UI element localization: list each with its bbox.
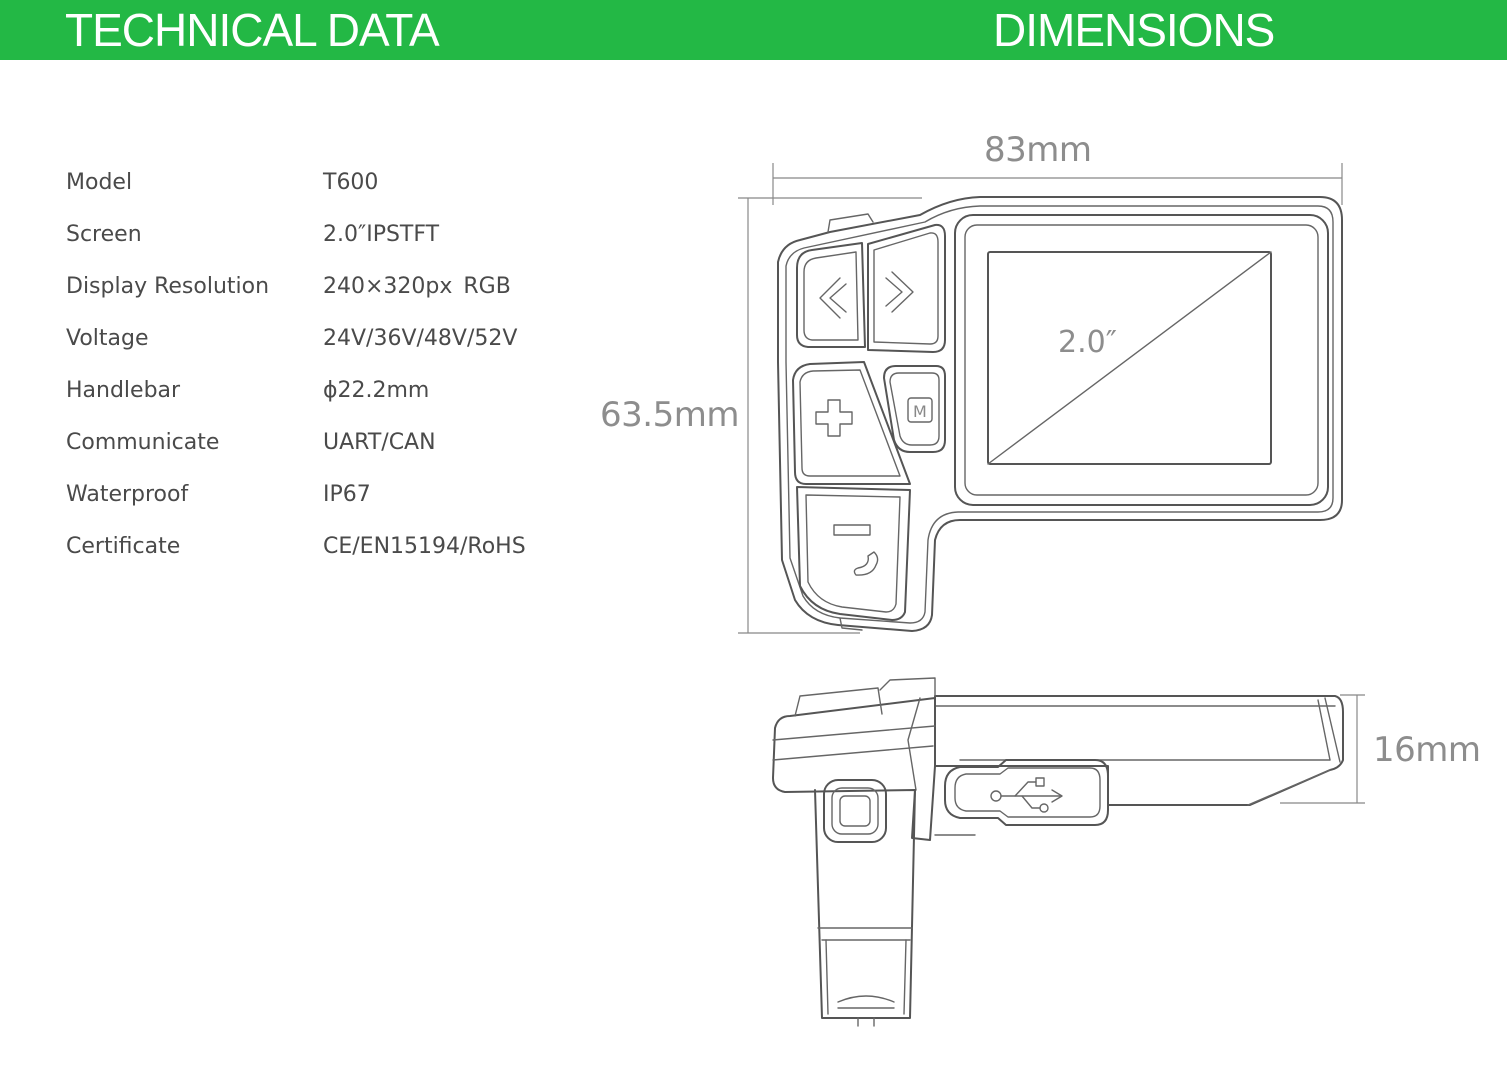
right-button [867, 223, 946, 353]
dimension-lines-side [1280, 694, 1365, 804]
spec-value: 24V/36V/48V/52V [323, 326, 518, 351]
spec-label: Handlebar [66, 378, 181, 403]
spec-label: Model [66, 170, 133, 195]
minus-icon [833, 524, 871, 536]
spec-value: IP67 [323, 482, 371, 507]
spec-label: Communicate [66, 430, 220, 455]
spec-label: Voltage [66, 326, 149, 351]
usb-icon [990, 777, 1063, 813]
height-dimension-label: 63.5mm [600, 395, 739, 435]
mode-button: M [883, 365, 946, 453]
spec-value: 240×320px RGB [323, 274, 511, 299]
screen-size-label: 2.0″ [1058, 325, 1117, 360]
header-bar [0, 0, 1507, 60]
usb-port [944, 759, 1109, 826]
walk-assist-icon [853, 551, 879, 576]
dimensions-title: DIMENSIONS [993, 4, 1275, 56]
spec-value: 2.0″IPSTFT [323, 222, 440, 247]
technical-data-title: TECHNICAL DATA [65, 4, 440, 56]
depth-dimension-label: 16mm [1373, 730, 1481, 770]
spec-label: Certificate [66, 534, 181, 559]
joystick-pad [823, 779, 887, 843]
spec-value: CE/EN15194/RoHS [323, 534, 526, 559]
front-view-drawing: 2.0″ M [738, 163, 1343, 634]
spec-label: Display Resolution [66, 274, 270, 299]
plus-icon [815, 399, 853, 437]
screen-area [987, 251, 1272, 465]
left-button [796, 242, 866, 348]
dimension-lines-front [738, 163, 1343, 634]
plus-button [792, 361, 911, 485]
mode-button-label: M [913, 402, 927, 421]
side-view-drawing [772, 677, 1365, 1027]
spec-label: Waterproof [66, 482, 189, 507]
width-dimension-label: 83mm [984, 130, 1092, 170]
spec-label: Screen [66, 222, 142, 247]
spec-value: T600 [323, 170, 379, 195]
spec-value: UART/CAN [323, 430, 436, 455]
minus-button [796, 486, 911, 621]
spec-value: ϕ22.2mm [323, 378, 430, 403]
chevron-left-icon [819, 277, 847, 319]
chevron-right-icon [885, 271, 914, 313]
